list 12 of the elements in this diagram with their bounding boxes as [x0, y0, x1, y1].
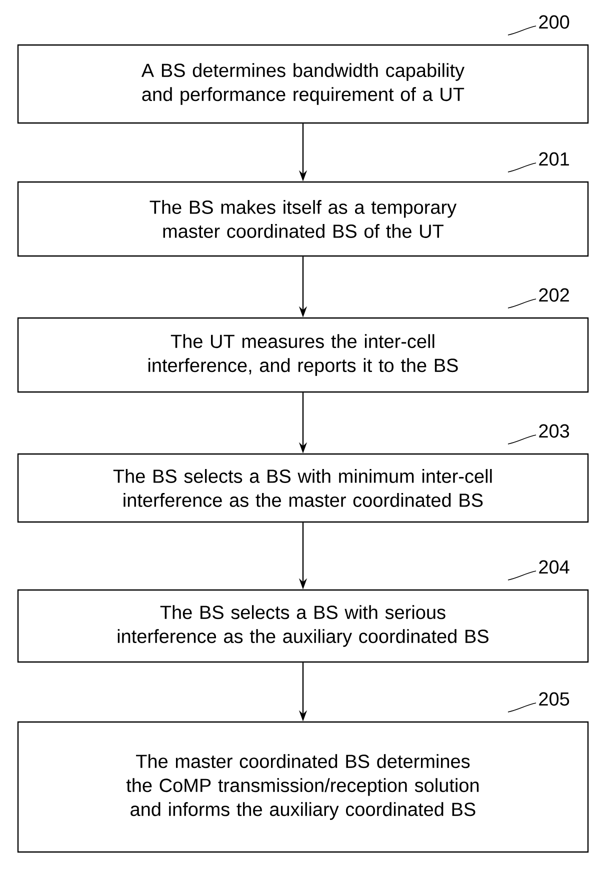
reference-numeral: 202 — [508, 288, 569, 308]
process-box: The master coordinated BS determines the CoMP transmission/reception solution and informs the auxiliary coordinated BS — [17, 721, 589, 853]
reference-numeral: 200 — [508, 15, 570, 36]
process-box: A BS determines bandwidth capability and performance requirement of a UT — [17, 44, 589, 124]
reference-numeral: 203 — [508, 424, 570, 444]
reference-numeral: 201 — [508, 152, 569, 172]
process-box: The BS selects a BS with serious interference as the auxiliary coordinated BS — [17, 589, 589, 663]
process-box: The BS makes itself as a temporary master coordinated BS of the UT — [17, 181, 589, 257]
process-box: The UT measures the inter-cell interference, and reports it to the BS — [17, 317, 589, 393]
reference-numeral: 204 — [508, 560, 570, 580]
reference-numeral: 205 — [508, 692, 570, 712]
process-box: The BS selects a BS with minimum inter-cell interference as the master coordinated BS — [17, 453, 589, 523]
